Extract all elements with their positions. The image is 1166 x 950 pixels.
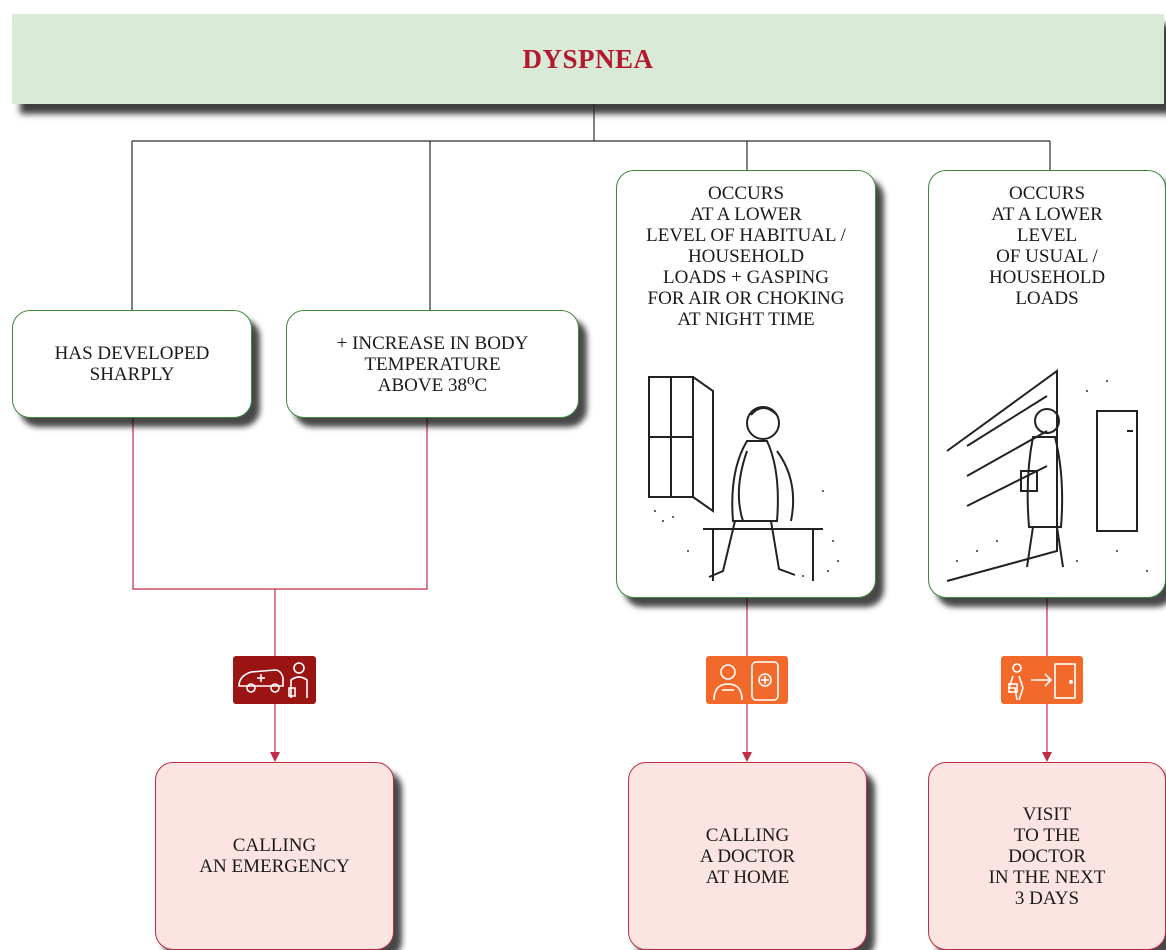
patient-door-visit-icon [1001, 656, 1083, 704]
arrowhead-1 [270, 752, 280, 762]
action-text-emergency: CALLING AN EMERGENCY [199, 835, 350, 877]
arrowhead-2 [742, 752, 752, 762]
header-banner: DYSPNEA [12, 14, 1164, 104]
action-text-clinic-visit: VISIT TO THE DOCTOR IN THE NEXT 3 DAYS [988, 803, 1106, 909]
condition-text-usual: OCCURS AT A LOWER LEVEL OF USUAL / HOUSE… [988, 183, 1106, 309]
condition-text-sudden: HAS DEVELOPED SHARPLY [54, 343, 210, 385]
man-sitting-by-window-illustration [648, 376, 839, 581]
action-box-clinic-visit: VISIT TO THE DOCTOR IN THE NEXT 3 DAYS [928, 762, 1166, 950]
action-box-emergency: CALLING AN EMERGENCY [155, 762, 394, 950]
condition-box-night: OCCURS AT A LOWER LEVEL OF HABITUAL / HO… [616, 170, 876, 598]
merge-connector [132, 418, 428, 590]
condition-text-night: OCCURS AT A LOWER LEVEL OF HABITUAL / HO… [646, 183, 846, 330]
doctor-phone-icon [713, 661, 779, 701]
condition-box-fever: + INCREASE IN BODY TEMPERATURE ABOVE 38⁰… [286, 310, 579, 418]
arrowhead-3 [1042, 752, 1052, 762]
action-text-home-doctor: CALLING A DOCTOR AT HOME [699, 824, 796, 888]
condition-box-sudden: HAS DEVELOPED SHARPLY [12, 310, 252, 418]
door-exit-icon [1007, 663, 1076, 701]
condition-text-fever: + INCREASE IN BODY TEMPERATURE ABOVE 38⁰… [336, 332, 529, 396]
action-box-home-doctor: CALLING A DOCTOR AT HOME [628, 762, 867, 950]
diagram-title: DYSPNEA [522, 43, 654, 74]
ambulance-icon [238, 662, 308, 698]
ambulance-doctor-icon [233, 656, 316, 704]
doctor-phone-call-icon [706, 656, 788, 704]
patient-walking-to-clinic-illustration [946, 369, 1148, 582]
condition-box-usual: OCCURS AT A LOWER LEVEL OF USUAL / HOUSE… [928, 170, 1166, 598]
